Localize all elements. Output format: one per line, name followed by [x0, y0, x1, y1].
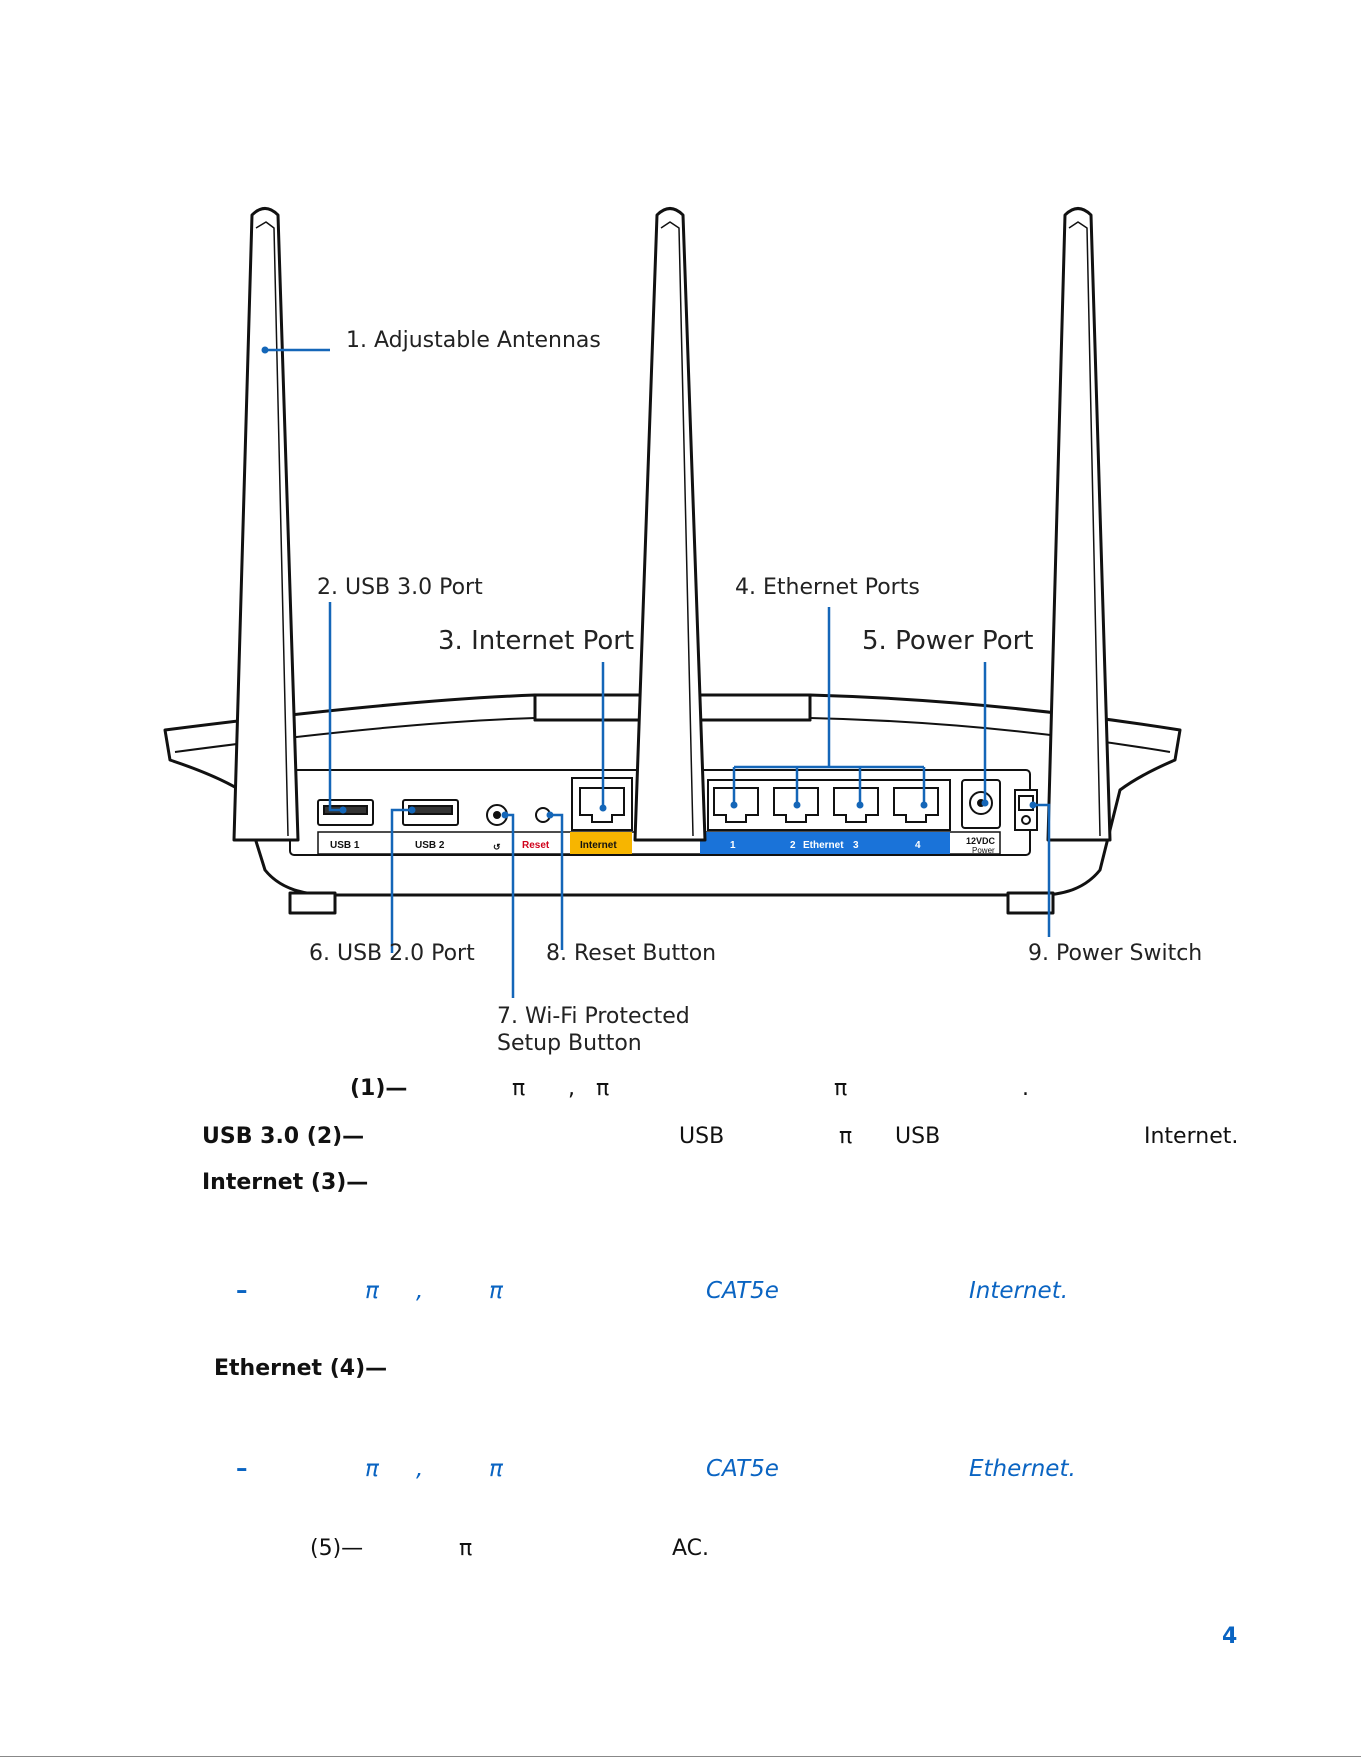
internet-note-frag-4: CAT5e	[706, 1278, 779, 1304]
internet-lead: Internet (3)—	[202, 1170, 369, 1195]
callout-usb2: 6. USB 2.0 Port	[309, 941, 475, 966]
internet-note-dash: –	[236, 1278, 248, 1304]
power-lead: (5)—	[310, 1536, 364, 1561]
internet-note-frag-1: π	[365, 1278, 379, 1304]
antenna-frag-5: .	[1022, 1076, 1029, 1101]
internet-note-frag-5: Internet.	[969, 1278, 1069, 1304]
antenna-center	[633, 207, 707, 842]
router-back-panel-diagram: USB 1 USB 2 Reset Internet 1 2 Ethernet …	[163, 207, 1182, 998]
panel-label-eth2: 2	[790, 840, 796, 851]
callout-dots	[261, 346, 1037, 819]
ethernet-note-dash: –	[236, 1456, 248, 1482]
callout-internet: 3. Internet Port	[438, 626, 635, 656]
internet-note-frag-3: π	[489, 1278, 503, 1304]
panel-label-usb2: USB 2	[415, 840, 445, 851]
usb-3-port	[317, 799, 374, 826]
internet-note-frag-2: ,	[416, 1278, 424, 1304]
callout-power-switch: 9. Power Switch	[1028, 941, 1203, 966]
power-frag-1: π	[459, 1536, 473, 1561]
panel-label-eth4: 4	[915, 840, 921, 851]
usb3-description: USB 3.0 (2)— USB π USB Internet.	[0, 1124, 1361, 1154]
power-port	[961, 779, 1001, 829]
ethernet-note-frag-5: Ethernet.	[969, 1456, 1076, 1482]
panel-label-eth3: 3	[853, 840, 859, 851]
wps-symbol: ↺	[493, 842, 501, 852]
power-switch	[1014, 789, 1038, 831]
usb3-frag-2: π	[839, 1124, 853, 1149]
callout-usb3: 2. USB 3.0 Port	[317, 575, 483, 600]
antenna-frag-1: π	[512, 1076, 526, 1101]
panel-label-power-bottom: Power	[972, 846, 995, 855]
panel-label-ethernet: Ethernet	[803, 840, 844, 851]
usb3-frag-4: Internet.	[1144, 1124, 1239, 1149]
antenna-frag-2: ,	[568, 1076, 575, 1101]
internet-label-bg	[570, 832, 632, 854]
ethernet-lead: Ethernet (4)—	[214, 1356, 388, 1381]
power-frag-2: AC.	[672, 1536, 710, 1561]
antenna-right	[1046, 207, 1112, 842]
callout-power-port: 5. Power Port	[862, 626, 1034, 656]
ethernet-description: Ethernet (4)—	[0, 1356, 1361, 1386]
internet-note: – π , π CAT5e Internet.	[0, 1278, 1361, 1310]
power-port-description: (5)— π AC.	[0, 1536, 1361, 1566]
ethernet-label-bg	[700, 832, 950, 854]
ethernet-note-frag-3: π	[489, 1456, 503, 1482]
usb3-frag-3: USB	[895, 1124, 941, 1149]
callout-reset: 8. Reset Button	[546, 941, 717, 966]
antenna-frag-3: π	[596, 1076, 610, 1101]
panel-label-internet: Internet	[580, 840, 617, 851]
panel-label-reset: Reset	[522, 840, 550, 851]
panel-label-eth1: 1	[730, 840, 736, 851]
panel-label-usb1: USB 1	[330, 840, 360, 851]
internet-description: Internet (3)—	[0, 1170, 1361, 1200]
ethernet-note-frag-1: π	[365, 1456, 379, 1482]
antenna-lead: (1)—	[350, 1076, 408, 1101]
callout-wps-line1: 7. Wi-Fi Protected	[497, 1004, 690, 1029]
ethernet-ports	[707, 779, 951, 831]
antenna-left	[232, 207, 300, 842]
ethernet-note-frag-2: ,	[416, 1456, 424, 1482]
panel-label-power-top: 12VDC	[966, 836, 996, 846]
bottom-rule	[0, 1756, 1361, 1757]
antenna-description: (1)— π , π π .	[0, 1076, 1361, 1106]
antenna-frag-4: π	[834, 1076, 848, 1101]
page-number: 4	[1222, 1624, 1238, 1649]
callout-antennas: 1. Adjustable Antennas	[346, 328, 601, 353]
usb3-lead: USB 3.0 (2)—	[202, 1124, 365, 1149]
usb3-frag-1: USB	[679, 1124, 725, 1149]
callout-ethernet: 4. Ethernet Ports	[735, 575, 920, 600]
ethernet-note-frag-4: CAT5e	[706, 1456, 779, 1482]
callout-wps-line2: Setup Button	[497, 1031, 642, 1056]
ethernet-note: – π , π CAT5e Ethernet.	[0, 1456, 1361, 1488]
